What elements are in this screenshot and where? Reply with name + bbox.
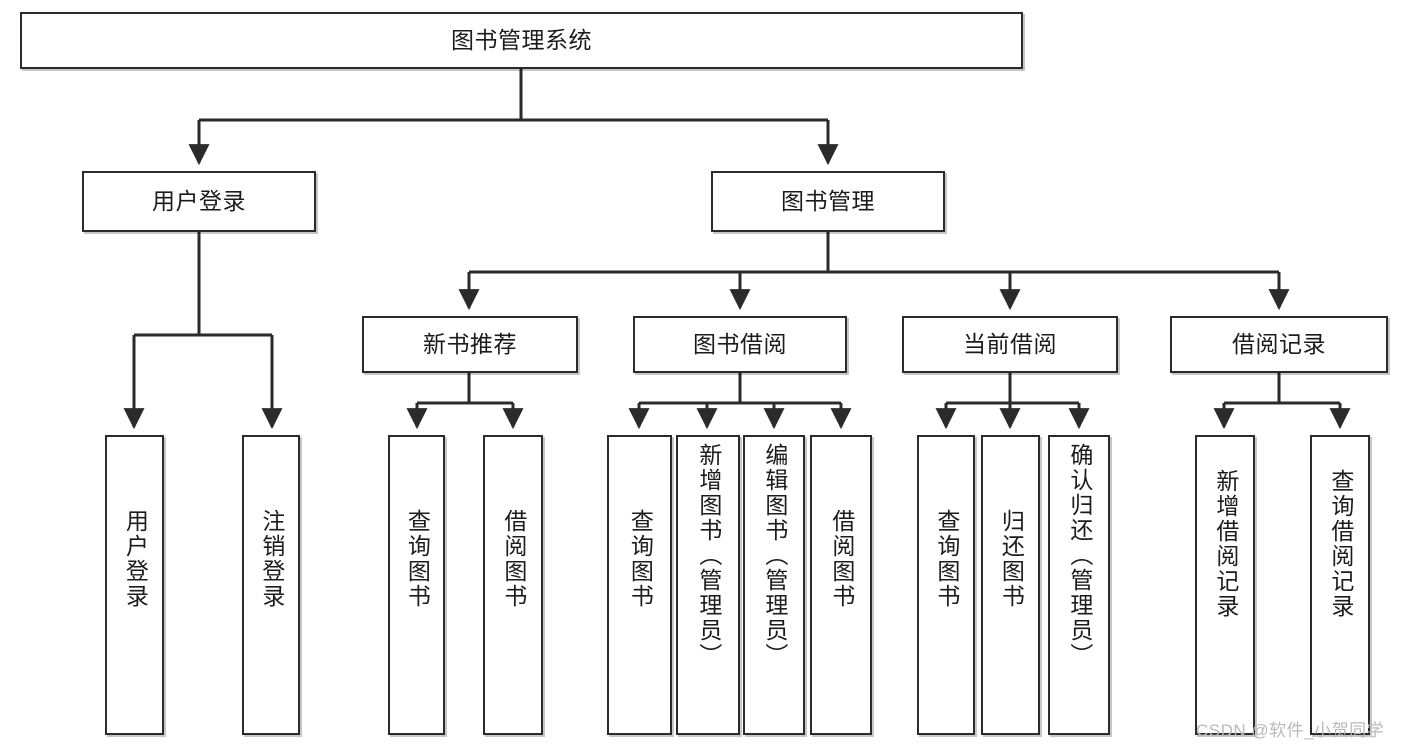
node-leaf-query-book-2-label: 查询图书 — [627, 509, 654, 609]
node-leaf-add-book[interactable]: 新增图书（管理员） — [676, 435, 740, 735]
node-leaf-user-login-label: 用户登录 — [122, 509, 149, 609]
node-leaf-query-book-1[interactable]: 查询图书 — [388, 435, 445, 735]
node-new-book-rec-label: 新书推荐 — [423, 330, 517, 357]
node-book-manage-label: 图书管理 — [781, 187, 875, 214]
node-leaf-confirm-return[interactable]: 确认归还（管理员） — [1048, 435, 1110, 735]
node-leaf-logout-label: 注销登录 — [258, 509, 285, 609]
node-leaf-add-record[interactable]: 新增借阅记录 — [1195, 435, 1255, 735]
node-leaf-return-book-label: 归还图书 — [998, 509, 1025, 609]
node-leaf-user-login[interactable]: 用户登录 — [105, 435, 164, 735]
node-leaf-query-book-3-label: 查询图书 — [933, 509, 960, 609]
node-user-login-label: 用户登录 — [152, 187, 246, 214]
node-leaf-query-book-3[interactable]: 查询图书 — [917, 435, 975, 735]
node-new-book-rec[interactable]: 新书推荐 — [362, 316, 578, 373]
node-leaf-return-book[interactable]: 归还图书 — [981, 435, 1040, 735]
node-leaf-confirm-return-label: 确认归还（管理员） — [1066, 443, 1093, 668]
node-leaf-edit-book[interactable]: 编辑图书（管理员） — [743, 435, 805, 735]
node-book-manage[interactable]: 图书管理 — [711, 171, 945, 232]
node-borrow-record[interactable]: 借阅记录 — [1170, 316, 1388, 373]
node-root[interactable]: 图书管理系统 — [20, 12, 1023, 69]
node-leaf-query-record[interactable]: 查询借阅记录 — [1310, 435, 1370, 735]
node-leaf-borrow-book-1-label: 借阅图书 — [500, 509, 527, 609]
node-root-label: 图书管理系统 — [451, 26, 592, 53]
node-leaf-query-record-label: 查询借阅记录 — [1327, 469, 1354, 619]
node-leaf-add-record-label: 新增借阅记录 — [1212, 469, 1239, 619]
node-borrow-record-label: 借阅记录 — [1232, 330, 1326, 357]
node-leaf-edit-book-label: 编辑图书（管理员） — [761, 443, 788, 668]
node-leaf-query-book-2[interactable]: 查询图书 — [607, 435, 672, 735]
node-leaf-add-book-label: 新增图书（管理员） — [695, 443, 722, 668]
node-current-borrow[interactable]: 当前借阅 — [902, 316, 1118, 373]
csdn-watermark: CSDN @软件_小贺同学 — [1196, 721, 1385, 740]
node-leaf-query-book-1-label: 查询图书 — [404, 509, 431, 609]
node-book-borrow-label: 图书借阅 — [693, 330, 787, 357]
node-user-login[interactable]: 用户登录 — [82, 171, 316, 232]
node-leaf-logout[interactable]: 注销登录 — [242, 435, 300, 735]
node-book-borrow[interactable]: 图书借阅 — [633, 316, 847, 373]
node-leaf-borrow-book-2-label: 借阅图书 — [828, 509, 855, 609]
node-current-borrow-label: 当前借阅 — [963, 330, 1057, 357]
node-leaf-borrow-book-2[interactable]: 借阅图书 — [810, 435, 872, 735]
node-leaf-borrow-book-1[interactable]: 借阅图书 — [483, 435, 543, 735]
